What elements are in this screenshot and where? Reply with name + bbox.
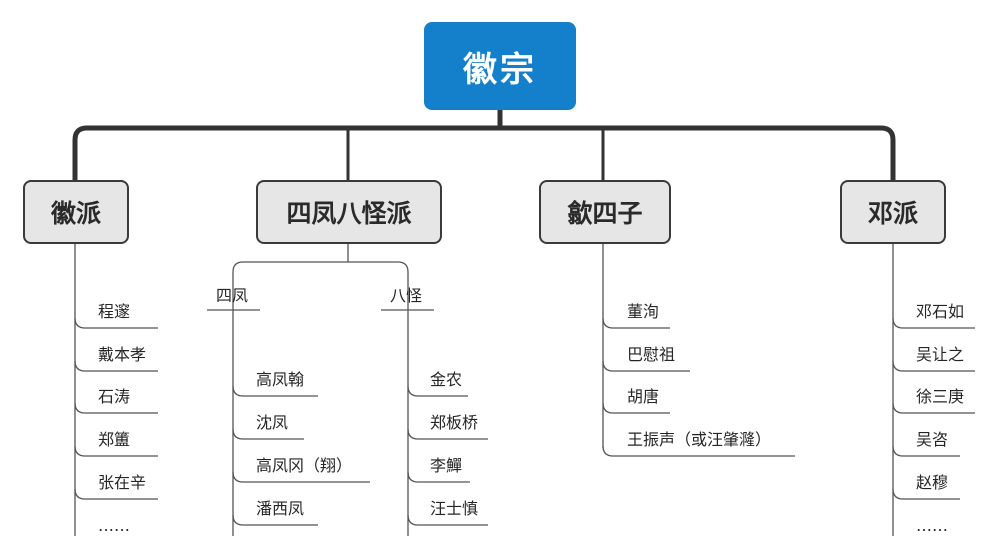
top-bus [72,125,896,180]
sifeng-bagua-tree [207,244,488,536]
list-item: 赵穆 [916,473,949,492]
school-label: 四凤八怪派 [286,199,412,228]
list-item: 李鱓 [430,456,463,475]
school-node-sifeng-bagua: 四凤八怪派 [256,180,442,244]
dengpai-tree [892,244,975,536]
school-node-dengpai: 邓派 [840,180,946,244]
school-node-huipai: 徽派 [23,180,129,244]
root-label: 徽宗 [463,49,537,90]
list-item: 郑板桥 [430,413,479,432]
root-node: 徽宗 [424,22,576,110]
shesizi-tree [602,244,795,457]
list-item: 徐三庚 [916,387,965,406]
group-label-bagua: 八怪 [390,286,423,305]
school-label: 徽派 [50,199,101,228]
list-item: …… [916,516,948,535]
list-item: 王振声（或汪肇漋） [627,430,772,449]
list-item: 汪士慎 [430,499,479,518]
list-item: 戴本孝 [98,345,147,364]
list-item: 邓石如 [916,302,965,321]
group-label-sifeng: 四凤 [216,286,249,305]
list-item: 石涛 [98,387,131,406]
list-item: 胡唐 [627,387,660,406]
list-item: 沈凤 [256,413,289,432]
huipai-tree [74,244,158,536]
list-item: 潘西凤 [256,499,305,518]
school-label: 邓派 [867,199,918,228]
list-item: 郑簠 [98,430,131,449]
school-label: 歙四子 [567,199,643,228]
list-item: …… [98,516,130,535]
list-item: 董洵 [627,302,660,321]
list-item: 金农 [430,370,463,389]
list-item: 高凤翰 [256,370,305,389]
list-item: 吴让之 [916,345,965,364]
list-item: 程邃 [98,302,131,321]
list-item: 张在辛 [98,473,147,492]
school-node-shesizi: 歙四子 [539,180,671,244]
list-item: 巴慰祖 [627,345,676,364]
list-item: 吴咨 [916,430,949,449]
list-item: 高凤冈（翔） [256,456,353,475]
